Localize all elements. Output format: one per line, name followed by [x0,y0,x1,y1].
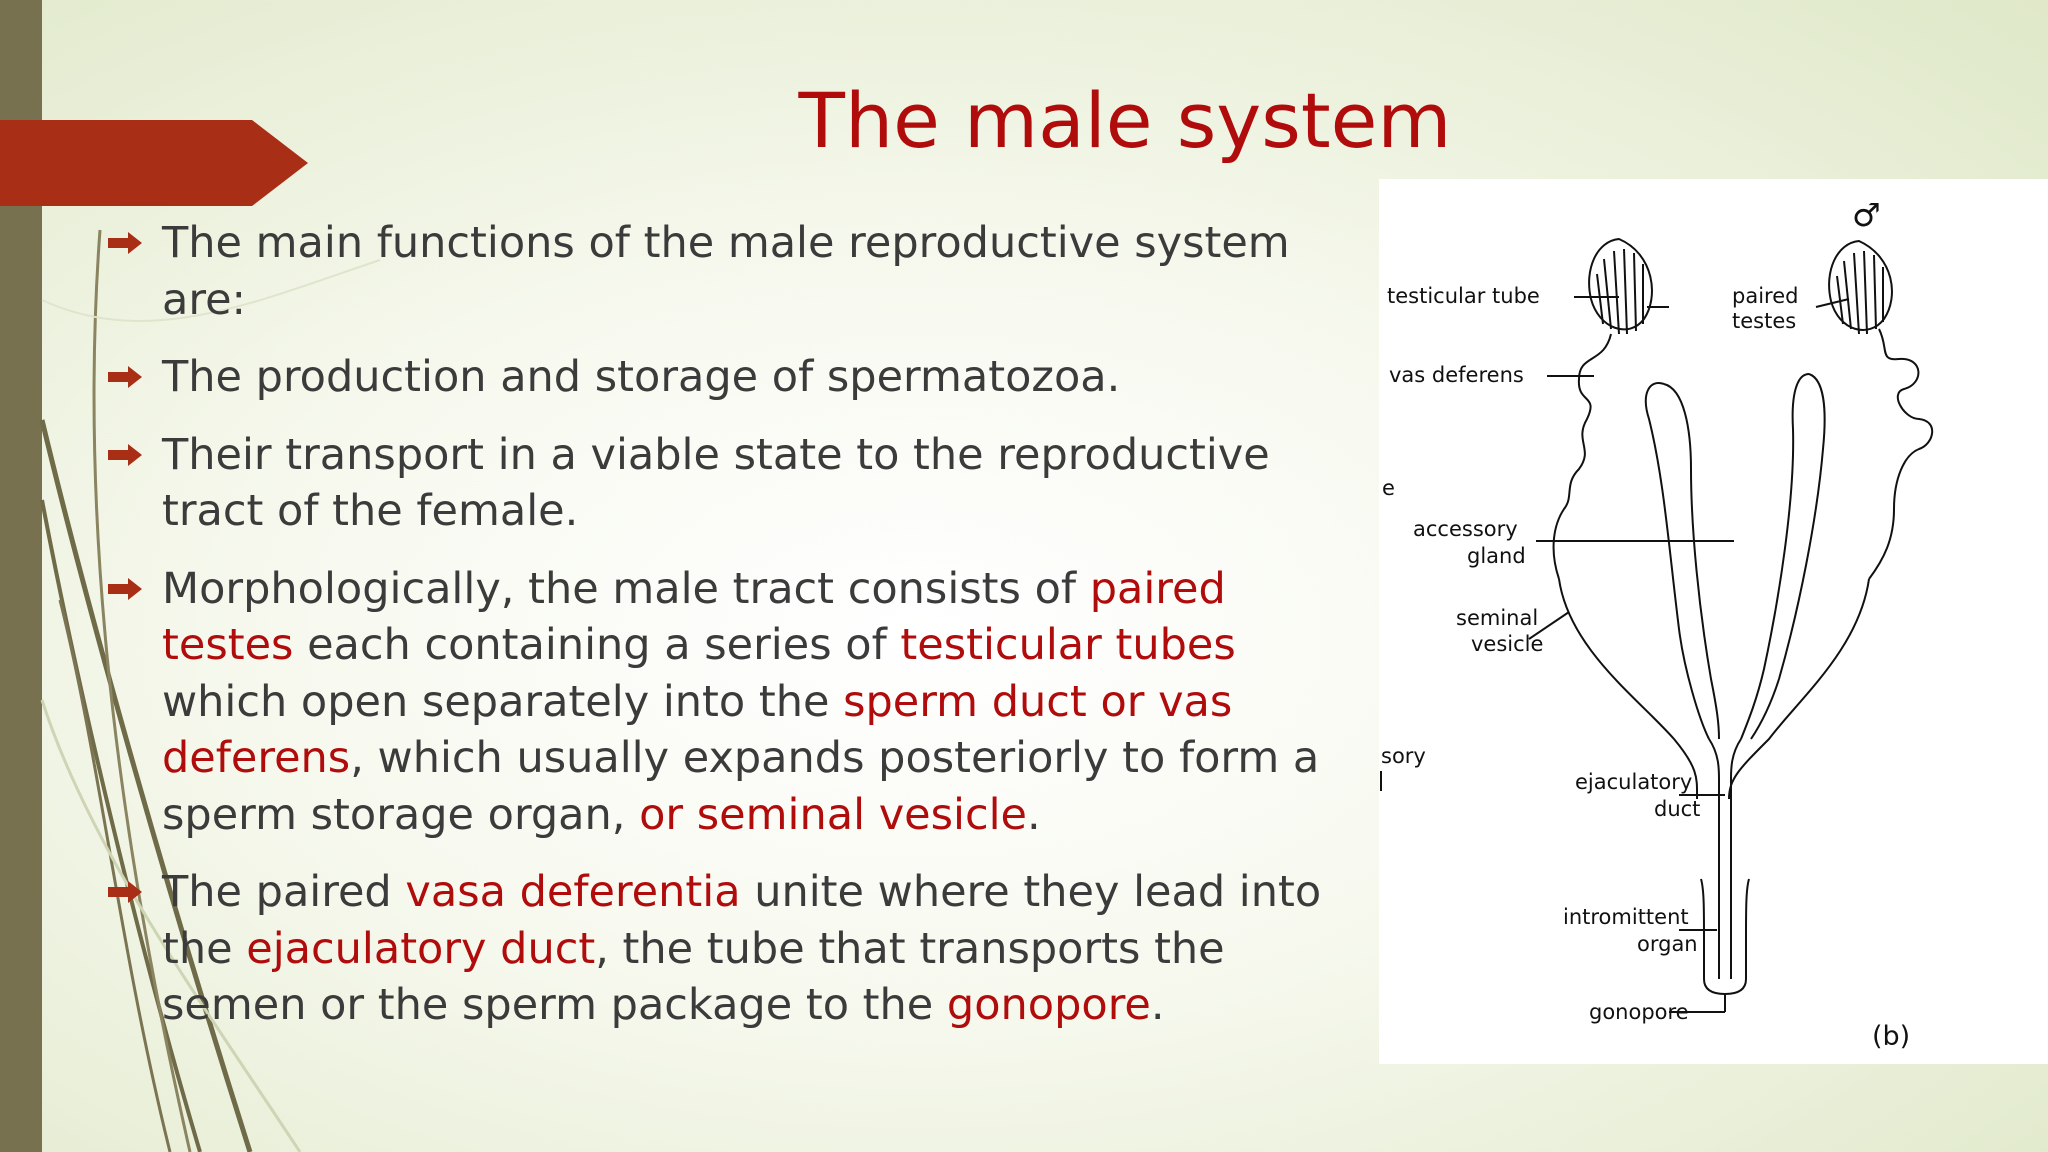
label-cut-e1: e [1382,476,1395,500]
bullet-list: The main functions of the male reproduct… [108,215,1348,1055]
bullet-text: . [1150,980,1165,1030]
highlighted-term: testicular tubes [900,620,1236,670]
label-testicular-tube: testicular tube [1387,284,1540,308]
label-gland: gland [1467,544,1526,568]
label-testes: testes [1732,309,1796,333]
highlighted-term: vasa deferentia [405,867,741,917]
bullet-text: Their transport in a viable state to the… [162,429,1270,537]
ejaculatory-duct [1718,779,1732,979]
bullet-text: The main functions of the male reproduct… [162,218,1290,325]
label-cut-sory: sory [1381,744,1426,768]
bullet-text: , which usually expands posteriorly to f… [162,733,1320,840]
label-accessory: accessory [1413,517,1518,541]
bullet-text: The production and storage of spermatozo… [162,352,1121,402]
label-vas-deferens: vas deferens [1389,363,1524,387]
bullet-arrow-icon [108,881,142,903]
bullet-text: which open separately into the [162,676,844,727]
label-paired: paired [1732,284,1798,308]
slide-title: The male system [798,76,1452,165]
male-symbol: ♂ [1852,196,1881,234]
left-vas-deferens [1552,333,1612,580]
bullet-item: Morphologically, the male tract consists… [108,561,1348,844]
bullet-item: Their transport in a viable state to the… [108,427,1348,540]
bullet-arrow-icon [108,366,142,388]
bullet-arrow-icon [108,577,142,600]
label-organ: organ [1637,932,1698,956]
label-ejaculatory: ejaculatory [1575,770,1692,794]
bullet-arrow-icon [108,443,142,466]
bullet-text: each containing a series of [293,620,901,670]
label-intromittent: intromittent [1563,905,1689,929]
bullet-item: The main functions of the male reproduct… [108,215,1348,328]
bullet-item: The paired vasa deferentia unite where t… [108,864,1348,1034]
label-seminal: seminal [1456,606,1538,630]
bullet-text: unite where they lead into the [162,867,1322,974]
bullet-text: , the tube that transports the semen or … [162,923,1225,1031]
bullet-text: The paired [162,867,406,917]
label-duct: duct [1654,797,1700,821]
highlighted-term: gonopore [946,980,1151,1030]
bullet-item: The production and storage of spermatozo… [108,349,1348,406]
title-arrow-banner [0,120,308,206]
label-panel-b: (b) [1872,1021,1910,1052]
label-vesicle: vesicle [1471,632,1543,656]
left-accessory-gland [1644,382,1710,740]
bullet-arrow-icon [108,232,142,254]
right-vas-deferens [1868,328,1934,580]
right-accessory-gland [1740,373,1810,740]
bullet-text: . [1027,789,1041,840]
intromittent-organ [1700,878,1750,996]
highlighted-term: sperm duct or vas deferens [162,676,1233,784]
highlighted-term: or seminal vesicle [639,789,1027,840]
label-gonopore: gonopore [1589,1000,1689,1024]
male-reproductive-diagram: ♂ testicular tube paired testes vas defe… [1379,179,2048,1064]
decorative-curves [39,229,381,1152]
bullet-text: Morphologically, the male tract consists… [162,563,1090,614]
highlighted-term: ejaculatory duct [246,923,596,974]
highlighted-term: paired testes [162,563,1226,671]
